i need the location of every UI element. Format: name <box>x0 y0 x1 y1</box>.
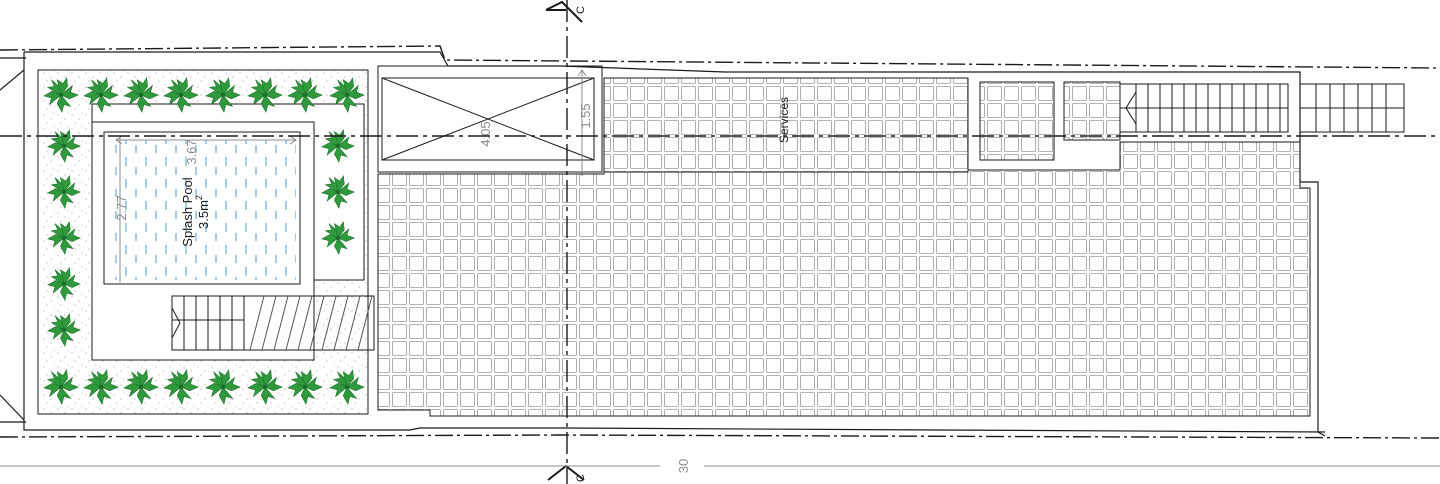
void-depth-dimension: 1.55 <box>578 103 593 128</box>
site-boundary <box>0 45 1440 439</box>
planting-right-column <box>321 129 355 255</box>
svg-text:3.5m2: 3.5m2 <box>194 195 211 229</box>
pool-stair <box>171 295 375 351</box>
right-stair <box>1119 83 1289 133</box>
section-marker-top <box>545 0 583 23</box>
pool-area-unit-superscript: 2 <box>194 195 204 200</box>
section-marker-top-label: C <box>575 6 587 14</box>
splash-pool <box>103 131 301 285</box>
services-label: Services <box>777 97 791 143</box>
outer-wall <box>0 51 1326 437</box>
far-right-stair <box>1299 83 1405 133</box>
pool-area-value: 3.5m <box>196 200 211 229</box>
void-depth-dimension-line <box>577 69 587 176</box>
void-opening <box>377 65 603 173</box>
pool-width-dimension: 3.67 <box>184 139 199 164</box>
main-terrace <box>377 141 1311 417</box>
section-marker-bottom-label: C <box>575 474 587 482</box>
pool-area-label: 3.5m2 <box>194 195 211 229</box>
overall-length-dimension: 30 <box>676 459 691 473</box>
pool-length-dimension: 2.77 <box>114 195 129 220</box>
pool-label: Splash Pool <box>180 177 195 246</box>
services-area <box>603 77 1121 173</box>
void-diagonal-dimension: 4.05 <box>478 121 493 146</box>
